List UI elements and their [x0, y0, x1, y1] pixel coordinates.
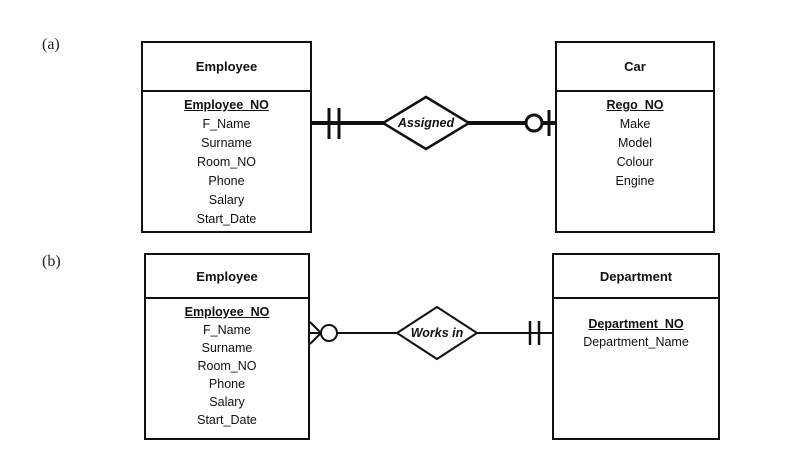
attribute: F_Name: [203, 323, 251, 337]
primary-key: Employee_NO: [184, 98, 269, 112]
entity-title: Department: [554, 255, 718, 299]
relationship-label-works-in: Works in: [409, 326, 465, 340]
attribute: Salary: [208, 193, 245, 207]
attribute: Phone: [208, 174, 245, 188]
relationship-label-assigned: Assigned: [396, 116, 456, 130]
attribute: F_Name: [202, 117, 251, 131]
panel-label-b: (b): [42, 253, 61, 270]
attribute: Model: [617, 136, 653, 150]
attribute-list: Department_NO Department_Name: [554, 299, 718, 351]
entity-title: Employee: [146, 255, 308, 299]
entity-department: Department Department_NO Department_Name: [552, 253, 720, 440]
attribute: Department_Name: [583, 335, 689, 349]
attribute: Start_Date: [197, 413, 257, 427]
attribute: Start_Date: [196, 212, 257, 226]
entity-title: Employee: [143, 43, 310, 92]
primary-key: Rego_NO: [606, 98, 664, 112]
entity-employee-a: Employee Employee_NO F_Name Surname Room…: [141, 41, 312, 233]
entity-employee-b: Employee Employee_NO F_Name Surname Room…: [144, 253, 310, 440]
attribute: Room_NO: [197, 359, 257, 373]
attribute: Salary: [209, 395, 245, 409]
attribute-list: Rego_NO Make Model Colour Engine: [557, 92, 713, 191]
panel-label-a: (a): [42, 36, 60, 53]
entity-car: Car Rego_NO Make Model Colour Engine: [555, 41, 715, 233]
attribute: Surname: [201, 136, 252, 150]
primary-key: Department_NO: [588, 317, 684, 331]
attribute-list: Employee_NO F_Name Surname Room_NO Phone…: [143, 92, 310, 229]
attribute-list: Employee_NO F_Name Surname Room_NO Phone…: [146, 299, 308, 429]
attribute: Make: [619, 117, 651, 131]
attribute: Phone: [208, 377, 246, 391]
attribute: Room_NO: [196, 155, 257, 169]
attribute: Surname: [201, 341, 253, 355]
attribute: Colour: [616, 155, 654, 169]
attribute: Engine: [615, 174, 655, 188]
primary-key: Employee_NO: [184, 305, 270, 319]
entity-title: Car: [557, 43, 713, 92]
